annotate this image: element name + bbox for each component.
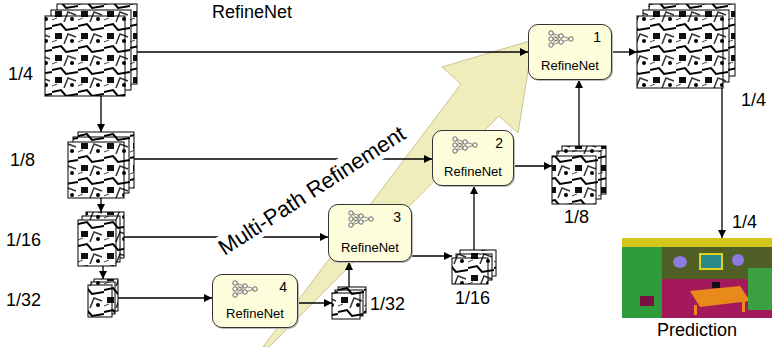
block-number: 3 <box>393 209 401 226</box>
refinenet-block: 3RefineNet <box>328 204 412 262</box>
block-name: RefineNet <box>444 164 502 180</box>
feature-map-stack <box>452 250 496 284</box>
connector-arrow <box>514 165 552 166</box>
scale-label: 1/4 <box>732 212 757 233</box>
connector-arrow <box>118 297 212 298</box>
feature-map-stack <box>637 4 735 88</box>
feature-map-stack <box>68 132 134 198</box>
network-icon <box>547 30 575 48</box>
segmentation-image <box>622 238 772 318</box>
block-name: RefineNet <box>341 240 399 256</box>
scale-label: 1/8 <box>10 150 35 171</box>
feature-map: 1/16 <box>78 212 124 266</box>
network-icon <box>231 280 259 298</box>
feature-map-stack <box>552 146 606 204</box>
feature-map: 1/8 <box>552 146 606 204</box>
feature-map: 1/16 <box>452 250 496 284</box>
connector-arrow <box>137 51 528 52</box>
connector-arrow <box>348 262 349 287</box>
scale-label: 1/16 <box>455 288 490 309</box>
scale-label: 1/16 <box>6 230 41 251</box>
refinenet-block: 2RefineNet <box>432 130 514 186</box>
refinenet-block: 4RefineNet <box>212 274 298 328</box>
connector-arrow <box>721 88 722 238</box>
network-icon <box>451 136 479 154</box>
feature-map: 1/32 <box>88 279 118 317</box>
prediction-map: Prediction <box>622 238 772 318</box>
feature-map-stack <box>78 212 124 266</box>
connector-arrow <box>412 255 452 256</box>
connector-arrow <box>100 198 101 212</box>
feature-map: 1/4 <box>45 4 137 96</box>
connector-arrow <box>100 96 101 132</box>
block-number: 4 <box>279 279 287 296</box>
block-name: RefineNet <box>541 58 599 74</box>
feature-map-stack <box>88 279 118 317</box>
connector-arrow <box>298 302 332 303</box>
scale-label: 1/4 <box>741 90 766 111</box>
feature-map: 1/32 <box>332 287 366 319</box>
scale-label: 1/4 <box>8 64 33 85</box>
diagram-title: RefineNet <box>212 2 292 23</box>
connector-arrow <box>612 51 637 52</box>
scale-label: 1/32 <box>6 290 41 311</box>
image-caption: Prediction <box>657 320 737 341</box>
feature-map: 1/8 <box>68 132 134 198</box>
connector-arrow <box>134 158 432 159</box>
block-number: 2 <box>495 135 503 152</box>
feature-map-stack <box>45 4 137 96</box>
block-number: 1 <box>593 29 601 46</box>
feature-map: 1/4 <box>637 4 735 88</box>
network-icon <box>347 210 375 228</box>
refinenet-block: 1RefineNet <box>528 24 612 80</box>
block-name: RefineNet <box>226 306 284 322</box>
connector-arrow <box>102 266 103 279</box>
scale-label: 1/8 <box>564 207 589 228</box>
feature-map-stack <box>332 287 366 319</box>
scale-label: 1/32 <box>370 294 405 315</box>
connector-arrow <box>578 80 579 146</box>
connector-arrow <box>473 186 474 250</box>
